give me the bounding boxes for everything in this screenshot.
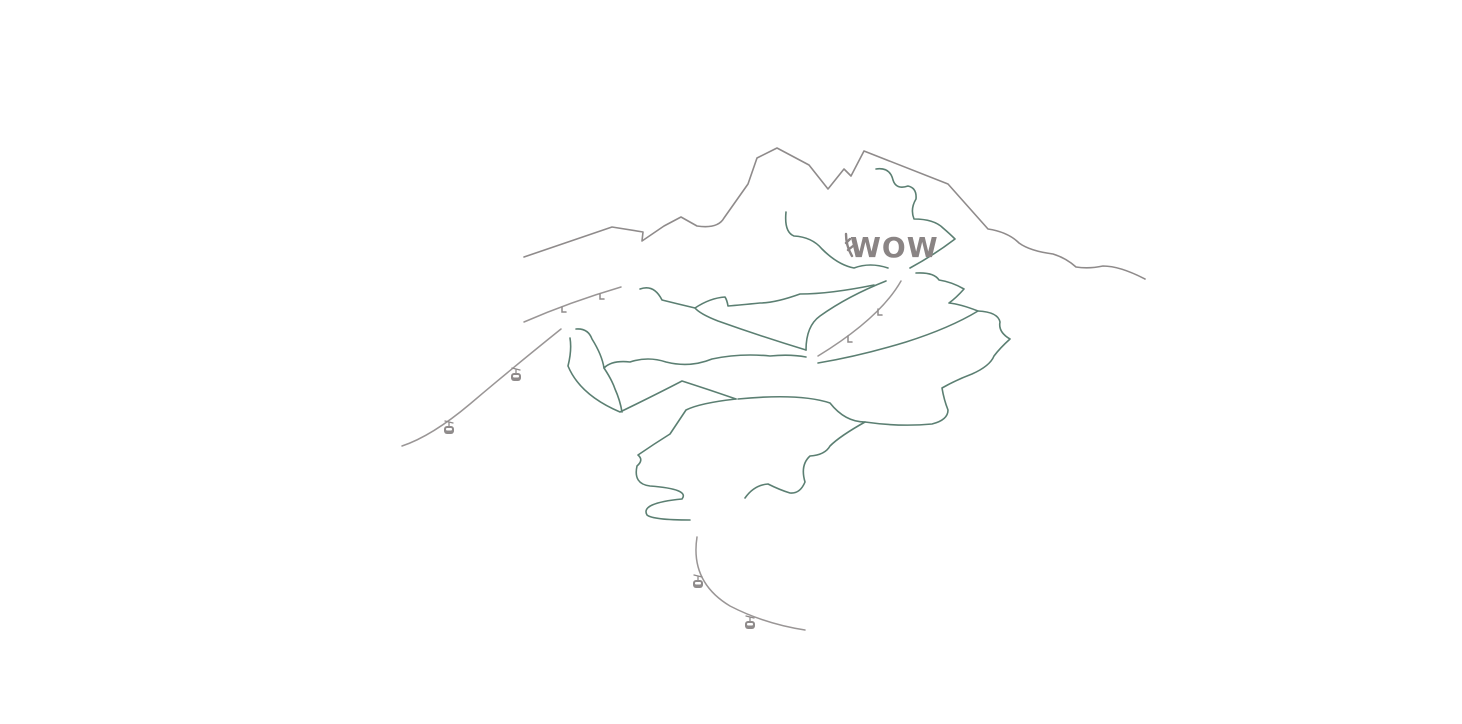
slope-east-ridge[interactable] <box>817 272 979 364</box>
mountain-ridge <box>523 147 1146 280</box>
slope-central-traverse[interactable] <box>603 354 807 369</box>
slope-valley-run-west[interactable] <box>635 398 737 521</box>
gondola-icon[interactable] <box>444 420 454 434</box>
drag-lift-icon <box>847 335 853 343</box>
drag-lift-icon <box>599 293 605 300</box>
logo-text: WOW <box>850 231 939 264</box>
antler-icon <box>844 232 855 258</box>
slope-far-east[interactable] <box>737 310 1011 426</box>
slope-left-outer[interactable] <box>567 337 737 413</box>
slope-upper-central[interactable] <box>805 280 887 351</box>
resort-logo[interactable]: WOW <box>844 231 939 264</box>
upper-left-ridge-lift <box>523 286 622 323</box>
drag-lift-icon <box>561 306 567 313</box>
left-gondola-line <box>401 328 562 447</box>
gondola-icon[interactable] <box>745 615 755 629</box>
slope-mid-traverse[interactable] <box>639 287 696 309</box>
bottom-gondola-line <box>695 536 806 631</box>
drag-lift-icon <box>877 308 883 316</box>
slope-upper-traverse[interactable] <box>694 284 875 351</box>
ski-slopes <box>567 167 1011 521</box>
slope-left-upper[interactable] <box>575 328 623 413</box>
gondola-icon[interactable] <box>693 574 703 588</box>
central-drag-lift <box>817 280 902 357</box>
slope-summit-east[interactable] <box>875 167 956 269</box>
slope-valley-run-east[interactable] <box>744 421 866 499</box>
slope-summit-west[interactable] <box>784 211 889 269</box>
gondola-icon[interactable] <box>511 367 521 381</box>
